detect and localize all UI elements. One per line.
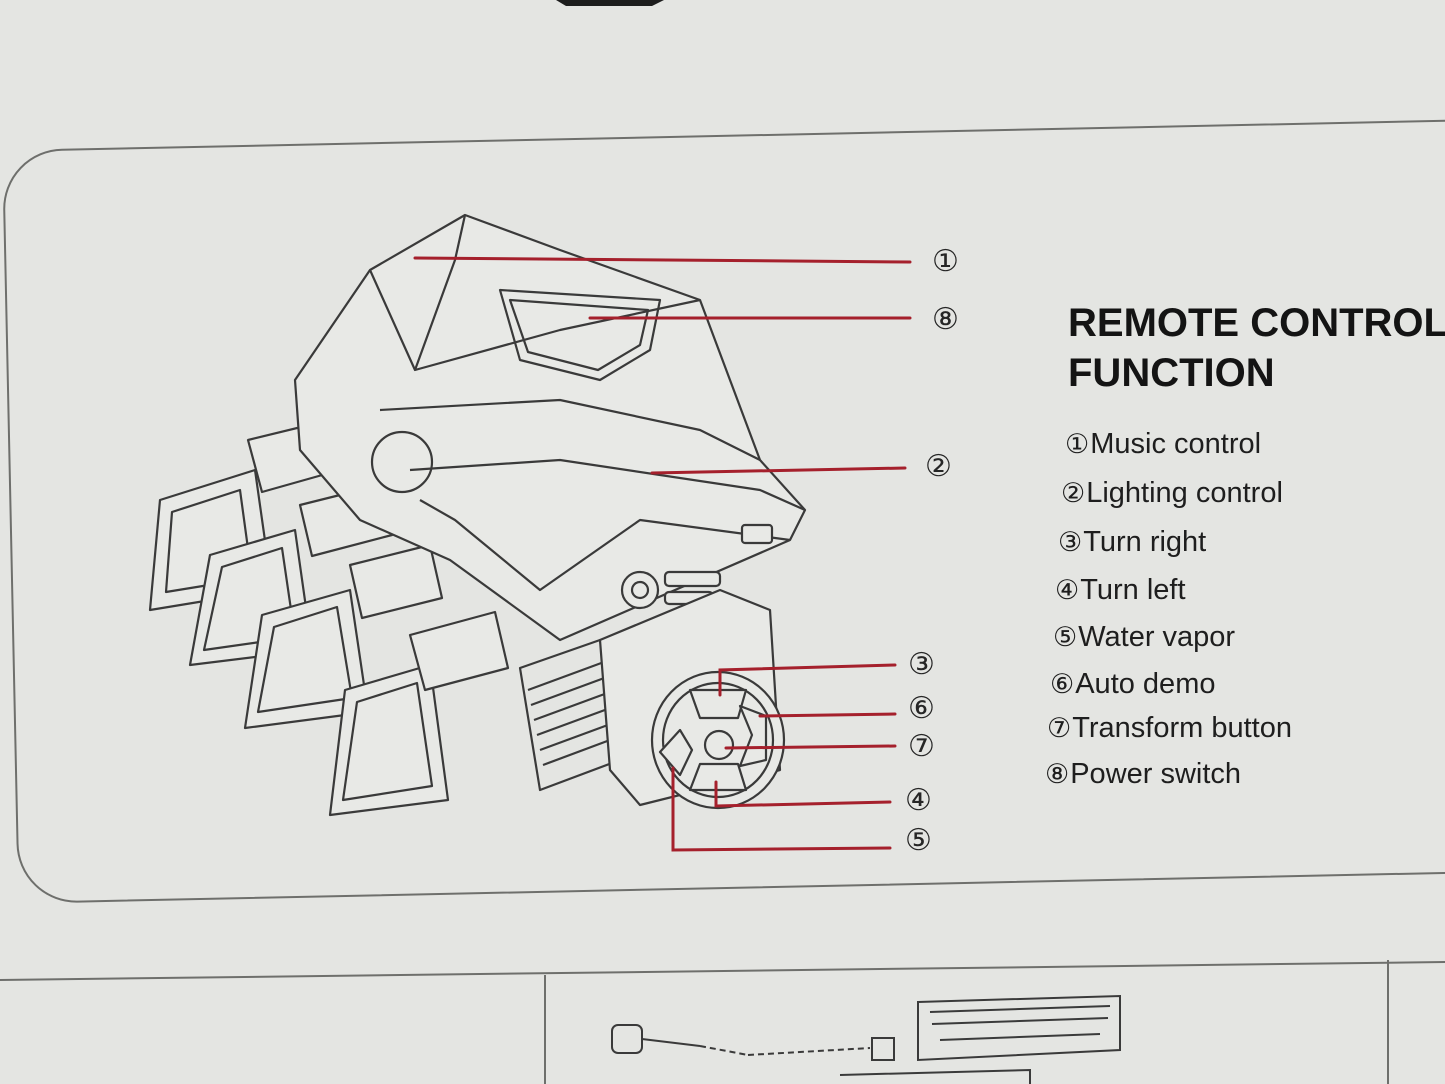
function-item-2: ② Lighting control: [1061, 477, 1283, 510]
callout-5: ⑤: [905, 823, 932, 858]
leader-4: [714, 780, 892, 808]
function-number: ⑧: [1045, 759, 1070, 790]
function-number: ⑥: [1050, 669, 1075, 700]
function-item-6: ⑥ Auto demo: [1050, 668, 1215, 701]
leader-2: [650, 466, 907, 475]
leader-7: [724, 744, 897, 750]
callout-7: ⑦: [908, 729, 935, 764]
function-label: Auto demo: [1075, 668, 1216, 700]
function-item-8: ⑧ Power switch: [1045, 758, 1241, 791]
function-item-3: ③ Turn right: [1058, 526, 1206, 559]
function-number: ①: [1065, 429, 1090, 460]
leader-5: [671, 766, 892, 852]
function-number: ⑤: [1053, 622, 1078, 653]
function-label: Transform button: [1072, 712, 1292, 744]
function-label: Turn left: [1080, 574, 1186, 606]
bottom-illustration: [611, 994, 1121, 1084]
function-number: ④: [1055, 575, 1080, 606]
remote-control-illustration: [148, 213, 807, 817]
heading-line-2: FUNCTION: [1068, 351, 1275, 395]
callout-4: ④: [905, 783, 932, 818]
bottom-section-lines: [0, 960, 1445, 1084]
callout-2: ②: [925, 449, 952, 484]
function-item-4: ④ Turn left: [1055, 574, 1186, 607]
heading-line-1: REMOTE CONTROL: [1068, 301, 1445, 345]
function-item-5: ⑤ Water vapor: [1053, 621, 1235, 654]
callout-8: ⑧: [932, 302, 959, 337]
callout-1: ①: [932, 244, 959, 279]
function-number: ⑦: [1047, 713, 1072, 744]
function-number: ②: [1061, 478, 1086, 509]
function-number: ③: [1058, 527, 1083, 558]
function-label: Power switch: [1070, 758, 1242, 790]
callout-6: ⑥: [908, 691, 935, 726]
function-item-1: ① Music control: [1065, 428, 1261, 461]
function-label: Lighting control: [1086, 477, 1283, 509]
top-tab: [556, 0, 664, 6]
function-label: Turn right: [1083, 526, 1207, 558]
callout-3: ③: [908, 647, 935, 682]
leader-6: [758, 712, 897, 718]
remote-control-function-heading: REMOTE CONTROL FUNCTION: [1068, 298, 1445, 398]
function-label: Music control: [1090, 428, 1262, 460]
function-label: Water vapor: [1078, 621, 1236, 653]
leader-3: [718, 663, 897, 697]
leader-1: [413, 256, 912, 264]
function-item-7: ⑦ Transform button: [1047, 712, 1292, 745]
leader-lines: [413, 256, 912, 852]
